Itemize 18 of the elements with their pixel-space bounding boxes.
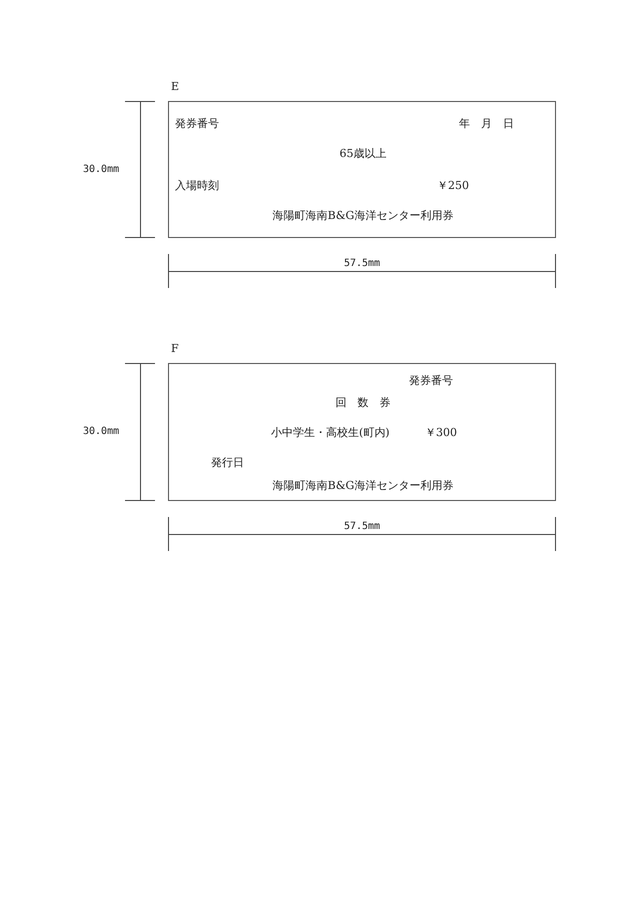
dimension-label: 30.0mm bbox=[83, 425, 120, 439]
dimension-label: 57.5mm bbox=[344, 257, 380, 271]
ticket-footer-text: 海陽町海南B&G海洋センター利用券 bbox=[272, 479, 454, 493]
ticket-category: 小中学生・高校生(町内) bbox=[271, 426, 390, 440]
ticket-heading: F bbox=[171, 342, 179, 356]
field-label: 発券番号 bbox=[175, 117, 219, 131]
price-text: ￥250 bbox=[437, 179, 469, 193]
price-text: 発行日 bbox=[211, 456, 244, 470]
ticket-footer-text: 海陽町海南B&G海洋センター利用券 bbox=[272, 209, 454, 223]
ticket-heading: E bbox=[171, 80, 180, 94]
field-label: 入場時刻 bbox=[175, 179, 219, 193]
date-field-label: 年 月 日 bbox=[459, 117, 514, 131]
field-label: ￥300 bbox=[425, 426, 457, 440]
dimension-label: 30.0mm bbox=[83, 162, 120, 176]
field-label: 発券番号 bbox=[409, 374, 453, 388]
ticket-category: 65歳以上 bbox=[340, 147, 386, 161]
date-field-label: 回 数 券 bbox=[336, 396, 390, 410]
dimension-label: 57.5mm bbox=[344, 520, 380, 534]
